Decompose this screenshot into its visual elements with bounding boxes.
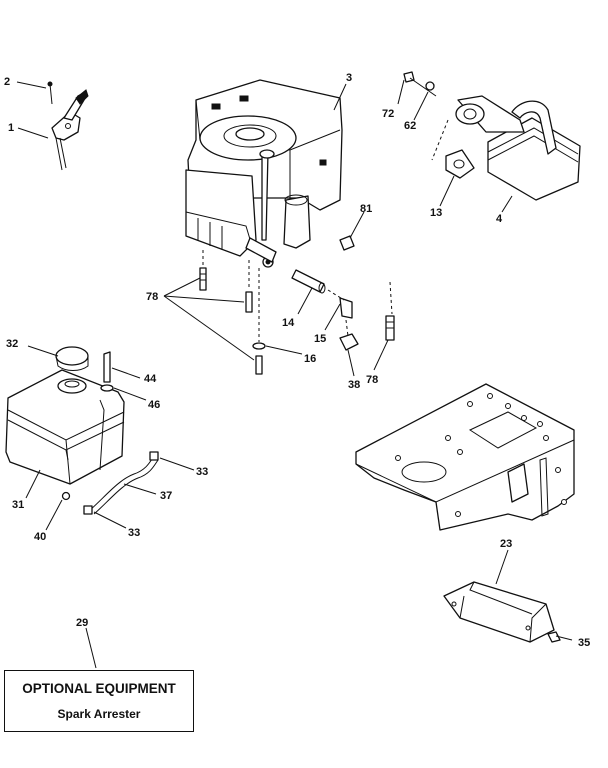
callout-31: 31 — [12, 499, 24, 511]
muffler-assembly — [403, 71, 581, 201]
callout-2: 2 — [4, 76, 10, 88]
engine-hardware — [199, 235, 395, 375]
callout-35: 35 — [578, 637, 590, 649]
callout-29: 29 — [76, 617, 88, 629]
callout-3: 3 — [346, 72, 352, 84]
throttle-control — [47, 81, 89, 171]
callout-14: 14 — [282, 317, 295, 329]
callout-4: 4 — [496, 213, 503, 225]
fuel-line — [83, 351, 159, 515]
callout-15: 15 — [314, 333, 326, 345]
optional-equipment-item: Spark Arrester — [57, 707, 141, 721]
engine-mount-plate — [355, 383, 575, 531]
leader-lines — [16, 79, 513, 669]
callout-38: 38 — [348, 379, 360, 391]
callout-40: 40 — [34, 531, 46, 543]
callout-33-bottom: 33 — [128, 527, 140, 539]
callout-81: 81 — [360, 203, 372, 215]
optional-equipment-box: OPTIONAL EQUIPMENT Spark Arrester — [4, 670, 194, 732]
callout-33-top: 33 — [196, 466, 208, 478]
callout-78-left: 78 — [146, 291, 158, 303]
callout-46: 46 — [148, 399, 160, 411]
fuel-tank — [5, 346, 125, 501]
heat-shield — [443, 581, 573, 643]
optional-equipment-title: OPTIONAL EQUIPMENT — [22, 681, 176, 696]
callout-37: 37 — [160, 490, 172, 502]
callout-72: 72 — [382, 108, 394, 120]
engine — [185, 79, 343, 268]
callouts: 2 1 3 72 62 13 4 81 78 14 15 16 38 78 32… — [4, 72, 590, 649]
callout-44: 44 — [144, 373, 157, 385]
callout-23: 23 — [500, 538, 512, 550]
callout-32: 32 — [6, 338, 18, 350]
callout-13: 13 — [430, 207, 442, 219]
callout-1: 1 — [8, 122, 14, 134]
callout-16: 16 — [304, 353, 316, 365]
callout-78-right: 78 — [366, 374, 378, 386]
callout-62: 62 — [404, 120, 416, 132]
